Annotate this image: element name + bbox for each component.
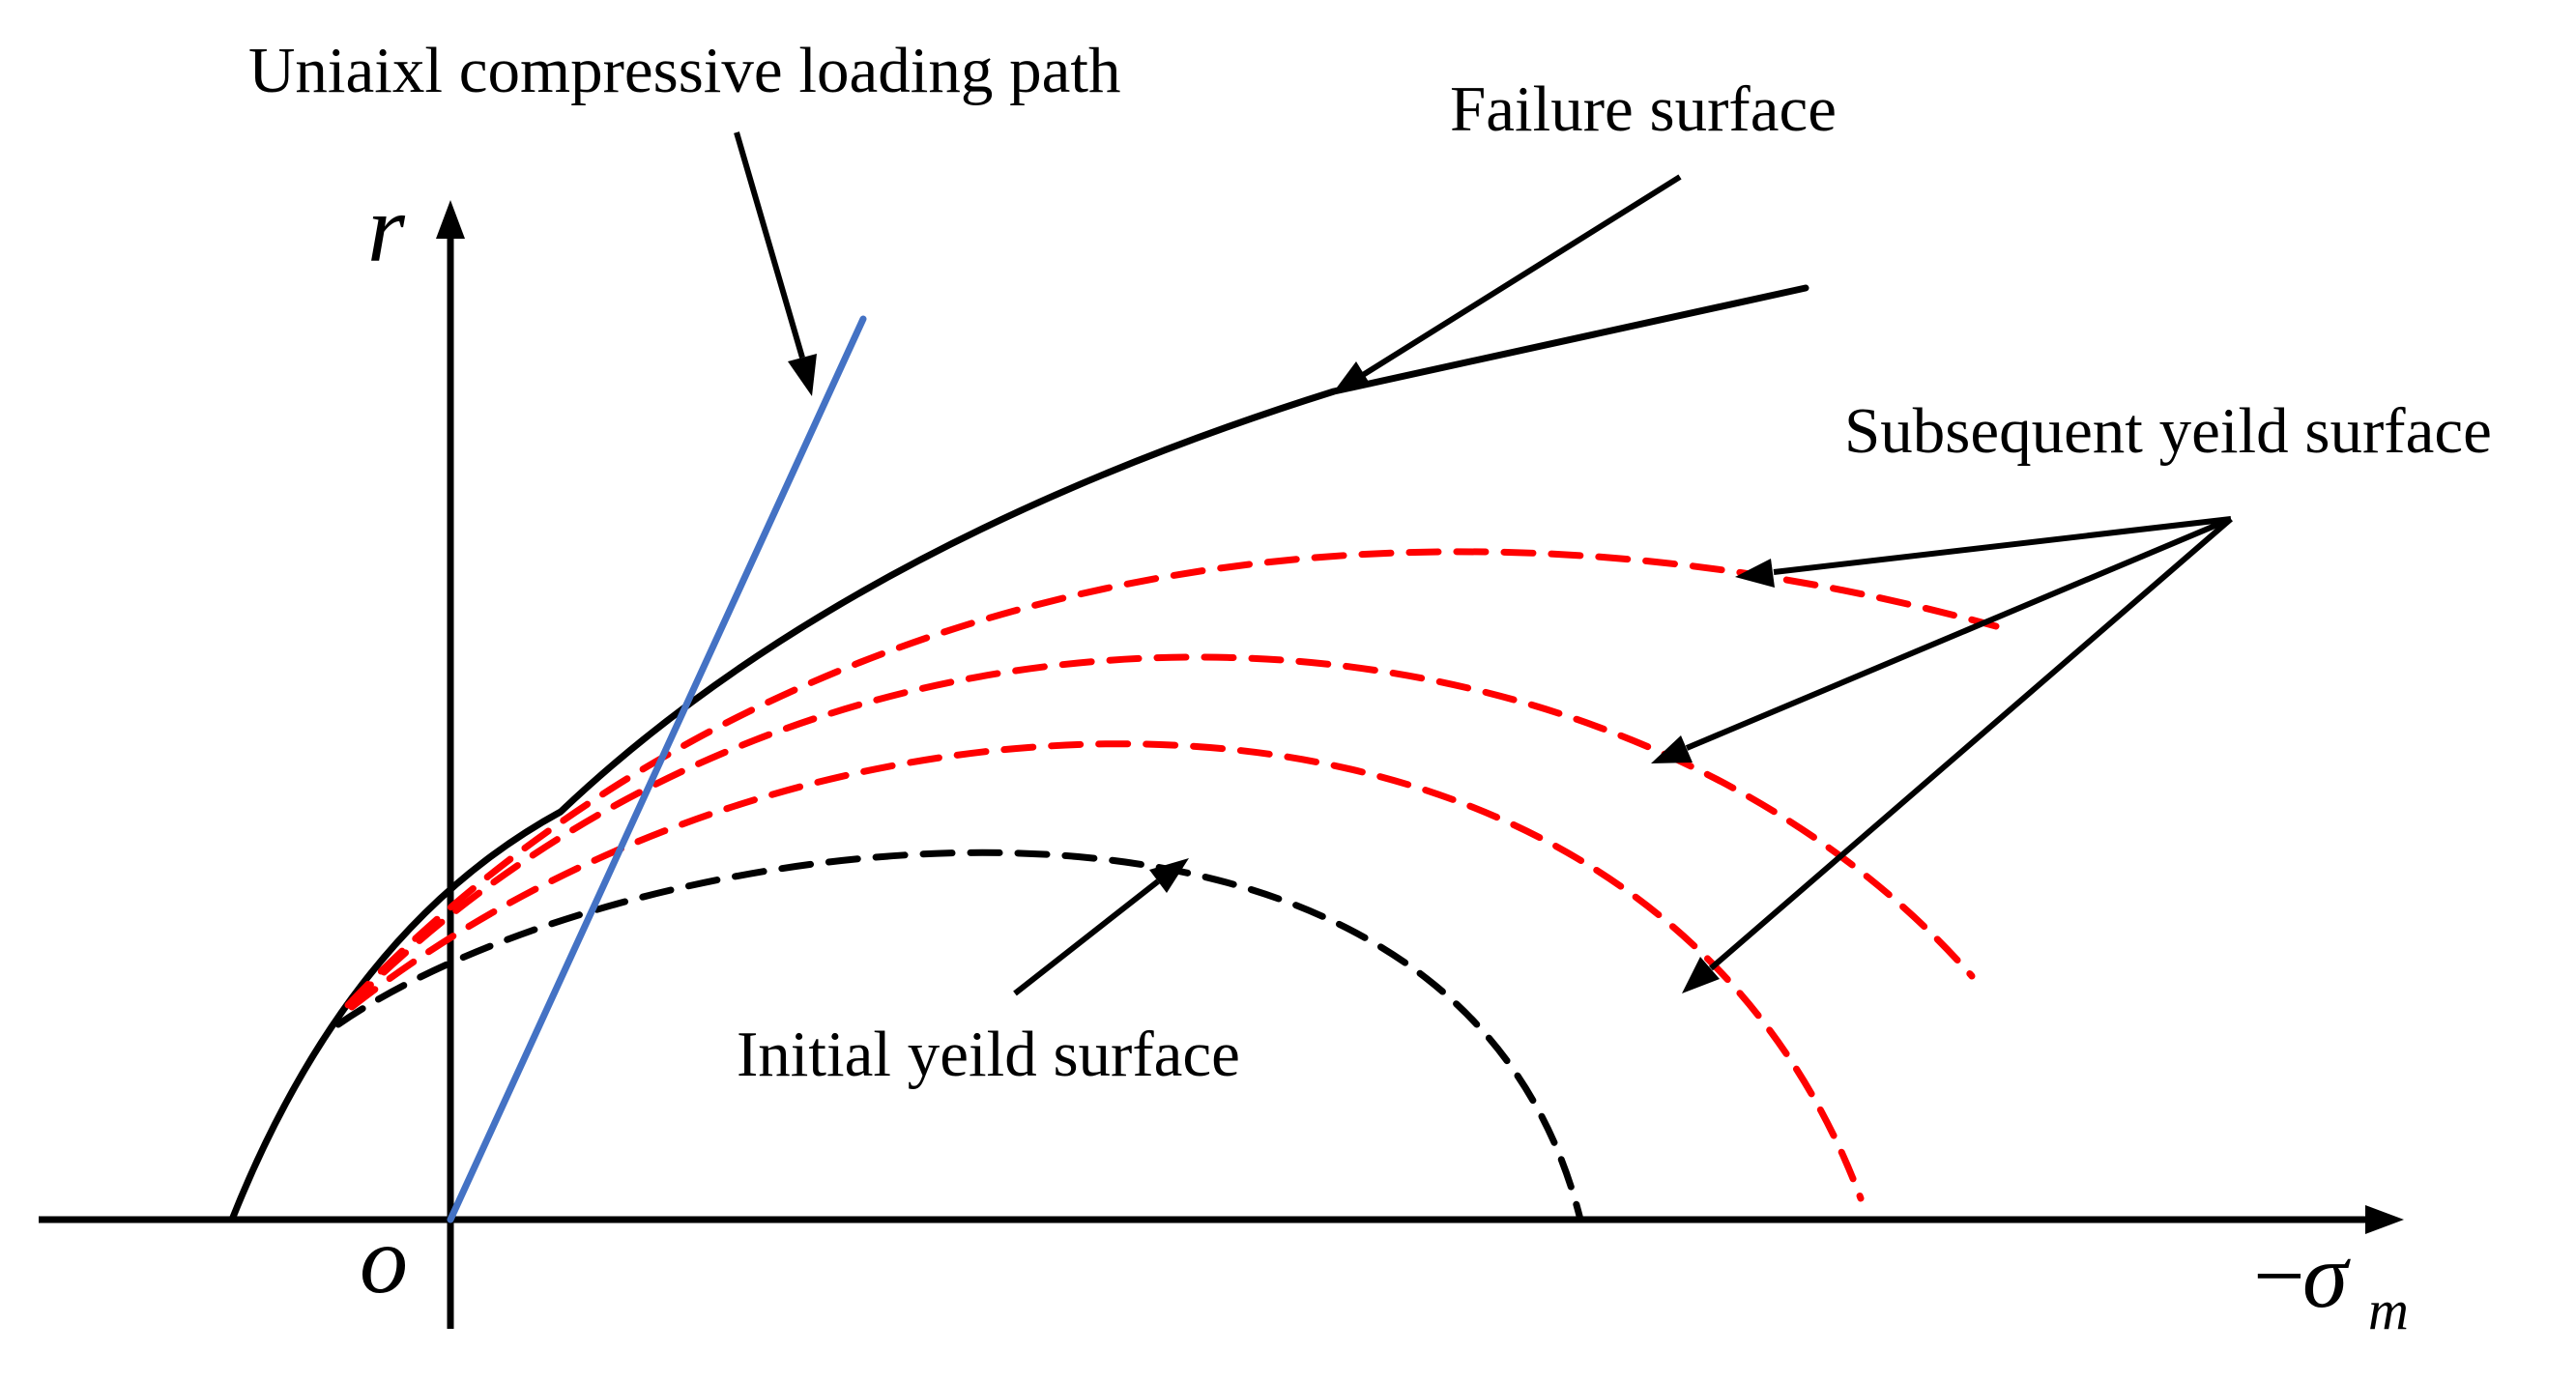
failure-surface-curve [228, 284, 1809, 1223]
failure-surface-label: Failure surface [1450, 73, 1837, 145]
loading-path-label: Uniaixl compressive loading path [248, 35, 1120, 106]
y-axis-symbol: r [367, 175, 406, 282]
origin-symbol: o [360, 1206, 408, 1313]
subsequent-yield-arrow-1 [1735, 516, 2232, 588]
annotation-arrows [734, 131, 2233, 996]
subsequent-yield-surface-middle [346, 653, 1976, 1009]
initial-yield-arrow [1013, 858, 1189, 996]
initial-yield-surface-curve [334, 849, 1584, 1223]
loading-path-arrow [734, 131, 817, 396]
subsequent-yield-label: Subsequent yeild surface [1844, 395, 2492, 467]
subsequent-yield-surface-inner [348, 740, 1865, 1202]
axes [39, 200, 2404, 1329]
subsequent-yield-arrow-2 [1651, 516, 2233, 763]
y-axis-arrowhead [436, 200, 465, 239]
subsequent-yield-arrow-3 [1682, 516, 2233, 993]
initial-yield-label: Initial yeild surface [737, 1019, 1240, 1090]
x-axis-minus: − [2247, 1224, 2309, 1327]
x-axis-subscript: m [2368, 1279, 2409, 1341]
x-axis-sigma: σ [2302, 1224, 2351, 1327]
subsequent-yield-surface-outer [344, 548, 2000, 1009]
x-axis-symbol: − σ m [2247, 1224, 2409, 1341]
subsequent-yield-surfaces [344, 548, 2000, 1202]
x-axis-arrowhead [2365, 1205, 2404, 1234]
failure-surface-arrow [1334, 174, 1682, 391]
uniaxial-loading-path-line [447, 315, 867, 1223]
